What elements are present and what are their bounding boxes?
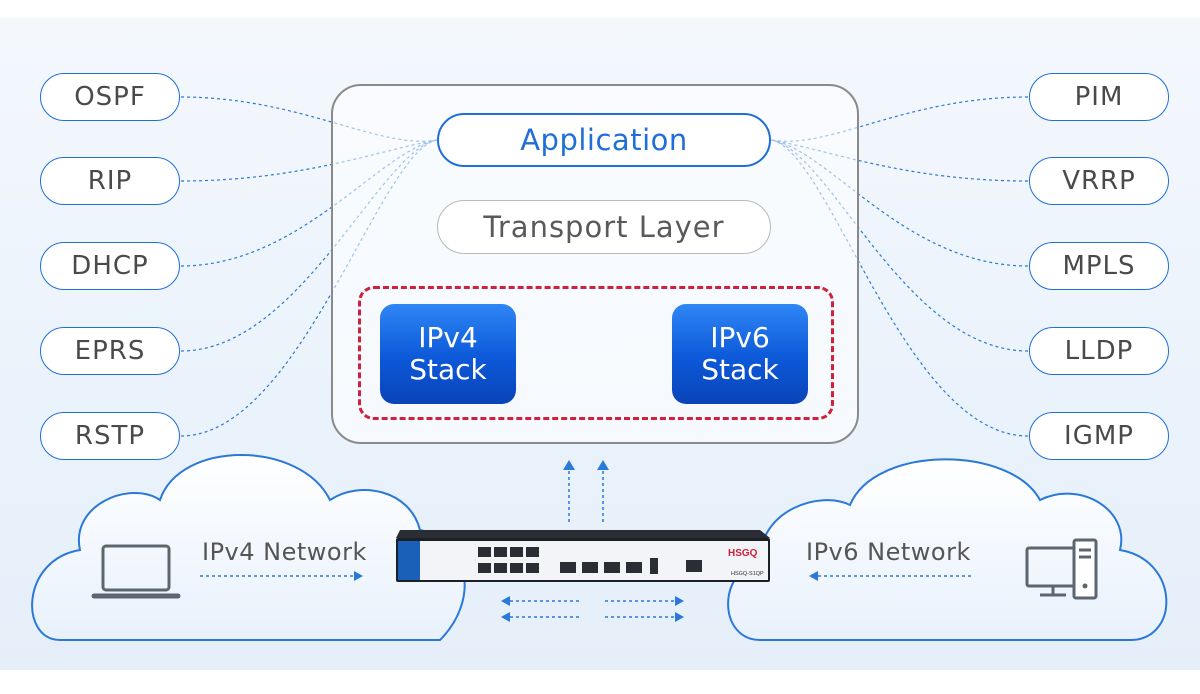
up-arrow-head-icon	[563, 460, 575, 470]
ipv4-network-label: IPv4 Network	[202, 538, 367, 566]
arrow-head-icon	[501, 612, 510, 622]
application-layer: Application	[437, 113, 771, 167]
desktop-computer-icon	[1025, 538, 1098, 600]
arrow-head-icon	[675, 612, 684, 622]
ipv4-arrow-icon	[200, 571, 363, 581]
laptop-icon	[91, 544, 181, 599]
protocol-left-ospf: OSPF	[40, 73, 180, 121]
protocol-left-dhcp: DHCP	[40, 242, 180, 290]
protocol-right-mpls: MPLS	[1029, 242, 1169, 290]
ipv6-stack: IPv6 Stack	[672, 304, 808, 404]
network-switch-icon: HSGQ HSGQ-S1QP	[396, 530, 770, 582]
protocol-left-rstp: RSTP	[40, 412, 180, 460]
ipv6-stack-line-2: Stack	[701, 353, 779, 386]
ipv6-stack-line-1: IPv6	[710, 321, 770, 354]
bidirectional-arrows-icon	[510, 600, 675, 618]
protocol-right-igmp: IGMP	[1029, 412, 1169, 460]
ipv4-stack-line-2: Stack	[409, 353, 487, 386]
arrow-head-icon	[675, 596, 684, 606]
switch-model: HSGQ-S1QP	[731, 571, 764, 577]
protocol-right-lldp: LLDP	[1029, 327, 1169, 375]
ipv4-stack-line-1: IPv4	[418, 321, 478, 354]
connector-line-right	[770, 139, 1029, 182]
up-arrows	[568, 468, 604, 522]
dual-stack-frame	[358, 286, 834, 420]
ipv4-stack: IPv4 Stack	[380, 304, 516, 404]
ipv6-arrow-icon	[809, 571, 972, 581]
connector-line-right	[770, 96, 1029, 142]
protocol-left-rip: RIP	[40, 157, 180, 205]
switch-brand: HSGQ	[728, 548, 758, 559]
protocol-left-eprs: EPRS	[40, 327, 180, 375]
connector-line-left	[180, 96, 438, 142]
ipv6-network-label: IPv6 Network	[806, 538, 971, 566]
arrow-head-icon	[501, 596, 510, 606]
up-arrow-head-icon	[597, 460, 609, 470]
protocol-right-vrrp: VRRP	[1029, 157, 1169, 205]
transport-layer: Transport Layer	[437, 200, 771, 254]
protocol-right-pim: PIM	[1029, 73, 1169, 121]
